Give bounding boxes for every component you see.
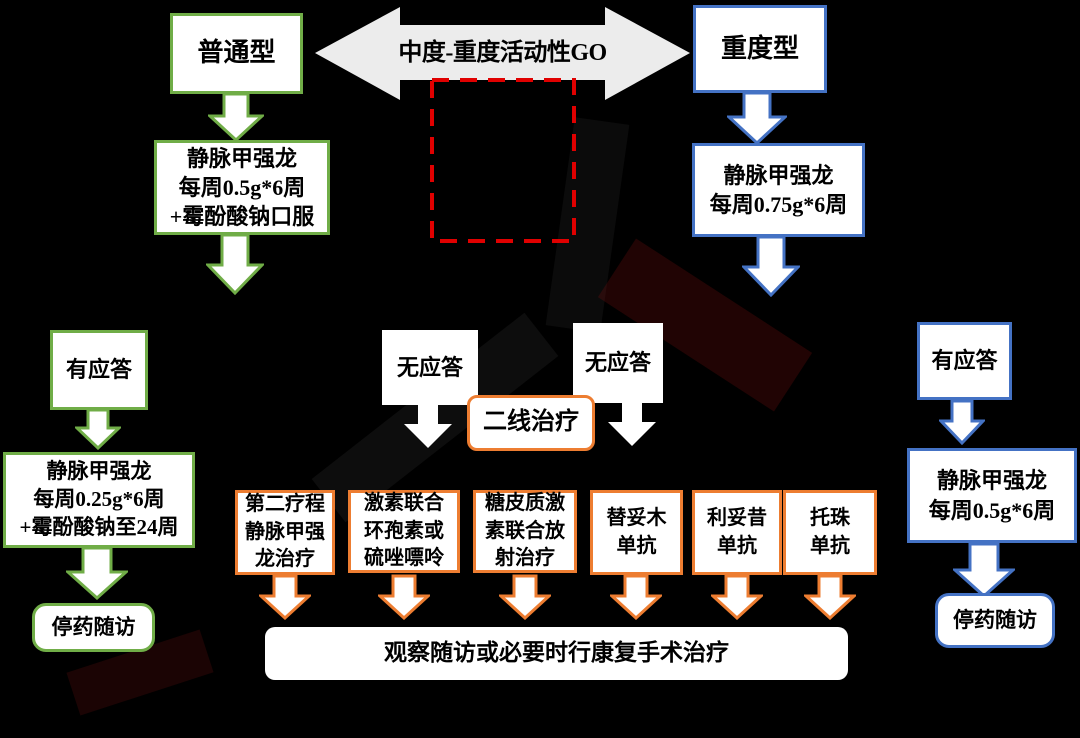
down-block-arrow xyxy=(497,574,553,621)
down-block-arrow xyxy=(206,92,266,143)
node-severe-followup: 停药随访 xyxy=(935,593,1055,648)
node-outcome: 观察随访或必要时行康复手术治疗 xyxy=(265,627,848,680)
second-line-option-label: 糖皮质激 素联合放 射治疗 xyxy=(485,492,565,570)
down-block-arrow xyxy=(608,401,656,446)
down-block-arrow xyxy=(608,574,664,621)
second-line-option-label: 托珠 单抗 xyxy=(810,506,850,557)
node-severe-followup-label: 停药随访 xyxy=(953,607,1037,632)
node-second-line-option-3: 糖皮质激 素联合放 射治疗 xyxy=(473,490,577,573)
node-second-line-option-2: 激素联合 环孢素或 硫唑嘌呤 xyxy=(348,490,460,573)
node-severe-responder-treatment-label: 静脉甲强龙 每周0.5g*6周 xyxy=(928,468,1056,523)
node-ordinary-followup: 停药随访 xyxy=(32,603,155,652)
down-block-arrow xyxy=(73,408,123,451)
node-severe-first-line: 静脉甲强龙 每周0.75g*6周 xyxy=(692,143,865,237)
second-line-label-text: 二线治疗 xyxy=(483,409,579,436)
double-arrow-shape xyxy=(315,7,690,100)
node-severe-type: 重度型 xyxy=(693,5,827,93)
down-block-arrow xyxy=(376,574,432,621)
node-second-line-label: 二线治疗 xyxy=(467,395,595,451)
node-severe-responder-label: 有应答 xyxy=(931,348,998,374)
node-ordinary-first-line-label: 静脉甲强龙 每周0.5g*6周 +霉酚酸钠口服 xyxy=(169,145,315,230)
red-dashed-highlight xyxy=(430,78,576,243)
node-severe-nonresponder: 无应答 xyxy=(573,323,663,403)
down-block-arrow xyxy=(802,574,858,621)
node-severe-type-label: 重度型 xyxy=(720,33,799,63)
down-block-arrow xyxy=(64,546,130,601)
node-severe-responder-treatment: 静脉甲强龙 每周0.5g*6周 xyxy=(907,448,1077,543)
node-second-line-option-6: 托珠 单抗 xyxy=(783,490,877,575)
down-block-arrow xyxy=(404,403,452,448)
node-outcome-label: 观察随访或必要时行康复手术治疗 xyxy=(384,640,729,666)
node-ordinary-nonresponder-label: 无应答 xyxy=(396,354,463,380)
down-block-arrow xyxy=(937,399,987,446)
down-block-arrow xyxy=(204,233,266,296)
node-ordinary-nonresponder: 无应答 xyxy=(382,330,478,405)
node-ordinary-responder-treatment: 静脉甲强龙 每周0.25g*6周 +霉酚酸钠至24周 xyxy=(3,452,195,548)
down-block-arrow xyxy=(740,235,802,298)
second-line-option-label: 第二疗程 静脉甲强 龙治疗 xyxy=(245,493,325,571)
down-block-arrow xyxy=(725,91,789,146)
second-line-option-label: 利妥昔 单抗 xyxy=(707,506,767,557)
root-title: 中度-重度活动性GO xyxy=(398,39,607,66)
node-second-line-option-4: 替妥木 单抗 xyxy=(590,490,683,575)
node-ordinary-type: 普通型 xyxy=(170,13,303,94)
node-ordinary-first-line: 静脉甲强龙 每周0.5g*6周 +霉酚酸钠口服 xyxy=(154,140,330,235)
down-block-arrow xyxy=(709,574,765,621)
node-severe-nonresponder-label: 无应答 xyxy=(584,350,651,376)
node-second-line-option-5: 利妥昔 单抗 xyxy=(692,490,782,575)
down-block-arrow xyxy=(257,574,313,621)
node-ordinary-type-label: 普通型 xyxy=(197,38,276,68)
node-severe-responder: 有应答 xyxy=(917,322,1012,400)
down-block-arrow xyxy=(951,542,1017,599)
node-ordinary-responder-treatment-label: 静脉甲强龙 每周0.25g*6周 +霉酚酸钠至24周 xyxy=(19,459,179,539)
node-second-line-option-1: 第二疗程 静脉甲强 龙治疗 xyxy=(235,490,335,575)
node-ordinary-responder-label: 有应答 xyxy=(65,357,132,383)
node-ordinary-responder: 有应答 xyxy=(50,330,148,410)
node-ordinary-followup-label: 停药随访 xyxy=(51,614,136,639)
second-line-option-label: 激素联合 环孢素或 硫唑嘌呤 xyxy=(364,492,444,570)
node-severe-first-line-label: 静脉甲强龙 每周0.75g*6周 xyxy=(709,162,848,217)
second-line-option-label: 替妥木 单抗 xyxy=(606,506,667,557)
